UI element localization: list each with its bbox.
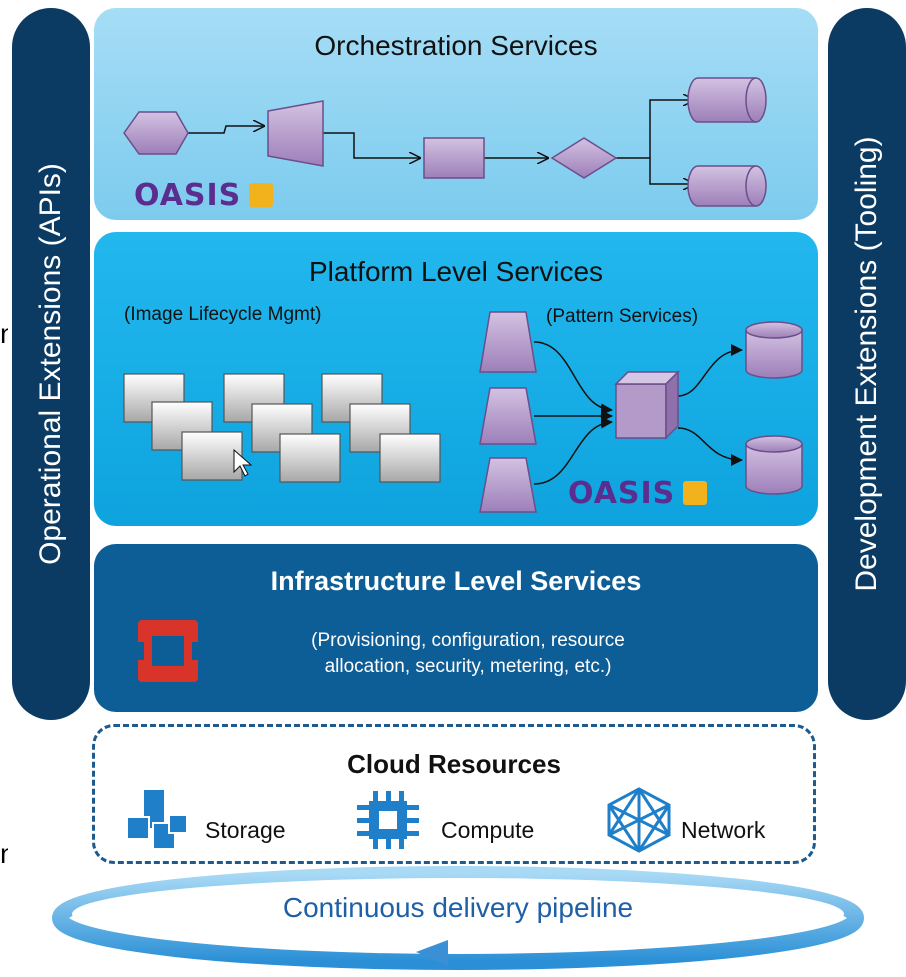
database-cylinder-shape	[687, 165, 767, 207]
start-hexagon-shape	[123, 111, 189, 155]
storage-cubes-icon	[126, 788, 188, 850]
development-extensions-label: Development Extensions (Tooling)	[850, 136, 883, 592]
orchestration-flow-diagram	[123, 77, 767, 207]
operational-extensions-label: Operational Extensions (APIs)	[34, 163, 67, 565]
database-cylinder-shape	[745, 330, 803, 379]
process-box-shape	[423, 137, 485, 179]
cloud-resources-box: Cloud Resources Storage Compute Network	[92, 724, 816, 864]
orchestration-title: Orchestration Services	[314, 30, 598, 61]
database-cylinder-shape	[745, 444, 803, 495]
orchestration-services-layer: Orchestration Services OASIS	[94, 8, 818, 220]
pipeline-label: Continuous delivery pipeline	[282, 892, 634, 923]
pipeline-arrow-icon	[416, 940, 448, 966]
image-document-stack	[123, 373, 441, 483]
openstack-logo-icon	[134, 620, 202, 682]
pattern-input-shape	[479, 457, 537, 513]
pattern-cube-shape	[614, 370, 680, 440]
network-mesh-icon	[607, 787, 671, 853]
pattern-input-shape	[479, 387, 537, 445]
platform-title: Platform Level Services	[308, 256, 604, 287]
network-label: Network	[681, 817, 766, 843]
clipped-text-fragment: n	[0, 838, 8, 869]
oasis-logo: OASIS	[568, 476, 708, 511]
pattern-input-shape	[479, 311, 537, 373]
oasis-logo: OASIS	[134, 178, 274, 213]
compute-chip-icon	[357, 791, 419, 849]
development-extensions-pillar: Development Extensions (Tooling)	[828, 8, 906, 720]
trapezoid-task-shape	[267, 100, 324, 167]
infrastructure-description-line1: (Provisioning, configuration, resource	[311, 630, 625, 651]
infrastructure-services-layer: Infrastructure Level Services (Provision…	[94, 544, 818, 712]
image-lifecycle-label: (Image Lifecycle Mgmt)	[124, 304, 322, 325]
storage-label: Storage	[205, 817, 286, 843]
platform-services-layer: Platform Level Services (Image Lifecycle…	[94, 232, 818, 526]
cloud-resources-title: Cloud Resources	[347, 749, 561, 779]
decision-diamond-shape	[550, 137, 618, 179]
clipped-text-fragment: n	[0, 318, 8, 349]
platform-diagram	[123, 311, 803, 513]
pipeline-ring	[52, 866, 864, 970]
compute-label: Compute	[441, 817, 535, 843]
database-cylinder-shape	[687, 77, 767, 123]
infrastructure-description-line2: allocation, security, metering, etc.)	[324, 656, 612, 677]
infrastructure-title: Infrastructure Level Services	[270, 566, 642, 596]
operational-extensions-pillar: Operational Extensions (APIs)	[12, 8, 90, 720]
pattern-services-label: (Pattern Services)	[546, 306, 699, 327]
cursor-icon	[233, 448, 253, 477]
